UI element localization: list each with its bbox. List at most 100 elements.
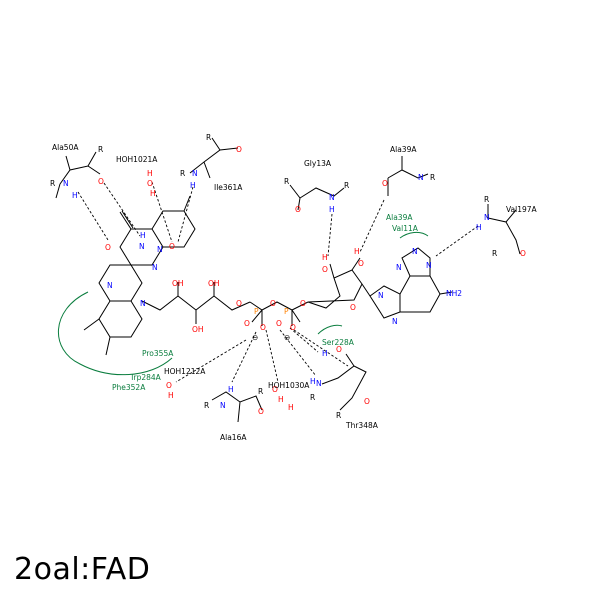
svg-text:N: N bbox=[192, 169, 198, 178]
svg-text:H: H bbox=[354, 247, 360, 256]
residue-ala39a: Ala39A bbox=[390, 145, 417, 154]
hydrophobic-arc-ser228 bbox=[317, 324, 343, 335]
svg-text:N: N bbox=[107, 281, 113, 290]
svg-text:O: O bbox=[336, 345, 342, 354]
svg-text:H: H bbox=[228, 385, 234, 394]
svg-text:N: N bbox=[418, 173, 424, 182]
svg-text:R: R bbox=[180, 169, 185, 178]
residue-hoh1021a: HOH1021A bbox=[116, 155, 158, 164]
residue-val11a: Val11A bbox=[392, 224, 419, 233]
residue-labels: Ala50A HOH1021A Ile361A Gly13A Ala39A Al… bbox=[52, 143, 538, 442]
svg-text:R: R bbox=[310, 393, 315, 402]
svg-text:N: N bbox=[392, 317, 398, 326]
svg-text:N: N bbox=[316, 379, 322, 388]
svg-text:H: H bbox=[190, 181, 196, 190]
svg-text:H: H bbox=[329, 205, 335, 214]
svg-text:R: R bbox=[484, 195, 489, 204]
svg-text:R: R bbox=[344, 181, 349, 190]
svg-text:H: H bbox=[288, 403, 294, 412]
residue-hoh1212a: HOH1212A bbox=[164, 367, 206, 376]
atom-labels: N N N N N O O H OH OH OH O P P O O O O O… bbox=[50, 133, 526, 420]
svg-text:O: O bbox=[236, 145, 242, 154]
svg-text:O: O bbox=[290, 323, 296, 332]
svg-text:O: O bbox=[276, 319, 282, 328]
residue-phe352a: Phe352A bbox=[112, 383, 146, 392]
svg-text:O: O bbox=[358, 259, 364, 268]
svg-text:O: O bbox=[295, 205, 301, 214]
svg-text:H: H bbox=[322, 349, 328, 358]
svg-text:H: H bbox=[72, 191, 78, 200]
svg-text:R: R bbox=[430, 173, 435, 182]
svg-text:N: N bbox=[220, 401, 226, 410]
svg-text:R: R bbox=[284, 177, 289, 186]
svg-text:O: O bbox=[244, 319, 250, 328]
svg-text:N: N bbox=[140, 299, 146, 308]
svg-text:O: O bbox=[147, 179, 153, 188]
residue-ala50a: Ala50A bbox=[52, 143, 79, 152]
residue-bonds bbox=[55, 137, 521, 423]
svg-text:N: N bbox=[139, 242, 145, 251]
svg-text:R: R bbox=[204, 401, 209, 410]
svg-text:H: H bbox=[476, 223, 482, 232]
svg-text:O: O bbox=[105, 243, 111, 252]
svg-text:H: H bbox=[310, 377, 316, 386]
svg-text:N: N bbox=[157, 245, 163, 254]
svg-text:R: R bbox=[98, 145, 103, 154]
svg-text:R: R bbox=[336, 411, 341, 420]
svg-text:⊖: ⊖ bbox=[284, 333, 290, 342]
residue-ala39a-hydrophobic: Ala39A bbox=[386, 213, 413, 222]
hydrophobic-contacts bbox=[57, 231, 429, 376]
svg-text:O: O bbox=[169, 242, 175, 251]
svg-text:O: O bbox=[166, 381, 172, 390]
svg-text:O: O bbox=[382, 179, 388, 188]
svg-text:O: O bbox=[520, 249, 526, 258]
svg-text:⊖: ⊖ bbox=[252, 333, 258, 342]
svg-text:R: R bbox=[206, 133, 211, 142]
hydrophobic-arc-pro-trp-phe bbox=[57, 291, 173, 376]
svg-text:R: R bbox=[50, 179, 55, 188]
svg-text:P: P bbox=[284, 307, 289, 316]
svg-text:O: O bbox=[258, 407, 264, 416]
residue-thr348a: Thr348A bbox=[345, 421, 379, 430]
residue-pro355a: Pro355A bbox=[142, 349, 174, 358]
residue-gly13a: Gly13A bbox=[304, 159, 332, 168]
svg-text:N: N bbox=[329, 193, 335, 202]
svg-text:OH: OH bbox=[208, 279, 220, 288]
svg-text:H: H bbox=[278, 395, 284, 404]
residue-hoh1030a: HOH1030A bbox=[268, 381, 310, 390]
hydrophobic-arc-ala39-val11 bbox=[399, 231, 429, 239]
svg-text:OH: OH bbox=[172, 279, 184, 288]
svg-text:N: N bbox=[378, 291, 384, 300]
svg-text:N: N bbox=[396, 263, 402, 272]
fad-ligand-bonds bbox=[83, 195, 453, 356]
svg-text:OH: OH bbox=[192, 325, 204, 334]
residue-ser228a: Ser228A bbox=[322, 338, 355, 347]
svg-text:H: H bbox=[147, 169, 153, 178]
svg-text:O: O bbox=[270, 299, 276, 308]
svg-text:O: O bbox=[300, 299, 306, 308]
svg-text:O: O bbox=[364, 397, 370, 406]
svg-text:H: H bbox=[322, 253, 328, 262]
svg-text:H: H bbox=[140, 231, 146, 240]
svg-text:R: R bbox=[258, 387, 263, 396]
svg-text:O: O bbox=[350, 303, 356, 312]
svg-text:NH2: NH2 bbox=[446, 289, 462, 298]
svg-text:N: N bbox=[426, 261, 432, 270]
svg-text:P: P bbox=[254, 307, 259, 316]
svg-text:O: O bbox=[322, 265, 328, 274]
ligand-caption: 2oal:FAD bbox=[14, 552, 151, 587]
svg-text:H: H bbox=[168, 391, 174, 400]
residue-ala16a: Ala16A bbox=[220, 433, 247, 442]
svg-text:O: O bbox=[272, 385, 278, 394]
svg-text:N: N bbox=[152, 263, 158, 272]
svg-text:H: H bbox=[150, 189, 156, 198]
residue-val197a: Val197A bbox=[506, 205, 538, 214]
svg-text:O: O bbox=[236, 299, 242, 308]
residue-ile361a: Ile361A bbox=[214, 183, 243, 192]
residue-trp284a: Trp284A bbox=[129, 373, 162, 382]
svg-text:R: R bbox=[492, 249, 497, 258]
hydrogen-bonds bbox=[77, 181, 479, 383]
svg-text:N: N bbox=[412, 247, 418, 256]
svg-text:N: N bbox=[63, 179, 69, 188]
